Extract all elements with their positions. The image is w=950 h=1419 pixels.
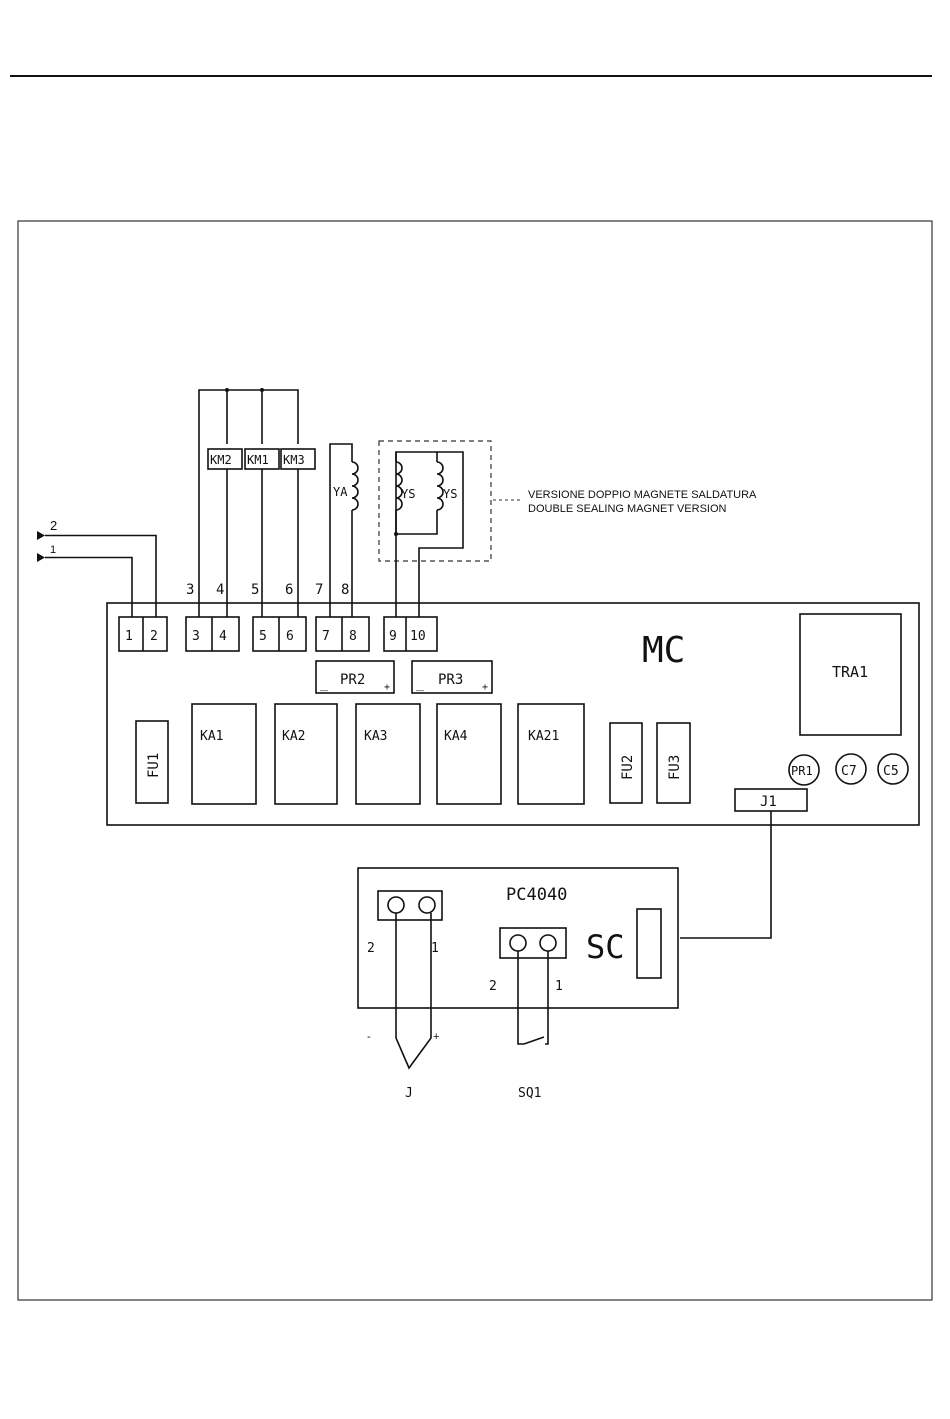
- sw-pin-1: 1: [555, 979, 563, 994]
- terminal-9: 9: [389, 629, 397, 644]
- ya-label: YA: [333, 485, 348, 499]
- tc-plus: +: [433, 1031, 439, 1043]
- wire-label-2: 2: [50, 518, 57, 533]
- tc-pin-1: 1: [431, 941, 439, 956]
- pr3-label: PR3: [438, 672, 463, 688]
- terminal-4: 4: [219, 629, 227, 644]
- note-line-2: DOUBLE SEALING MAGNET VERSION: [528, 503, 727, 515]
- terminal-6: 6: [286, 629, 294, 644]
- c5-label: C5: [883, 764, 899, 779]
- wire-number-5: 5: [251, 582, 259, 598]
- relay-ka21-label: KA21: [528, 729, 559, 744]
- arrow-1-icon: [37, 553, 45, 562]
- terminal-10: 10: [410, 629, 426, 644]
- relay-ka2: [275, 704, 337, 804]
- thermocouple-label: J: [405, 1086, 413, 1101]
- terminal-7: 7: [322, 629, 330, 644]
- wire-number-6: 6: [285, 582, 293, 598]
- terminal-8: 8: [349, 629, 357, 644]
- pr2-label: PR2: [340, 672, 365, 688]
- ys-coil-1-icon: [396, 462, 402, 510]
- ys-coil-2-icon: [437, 462, 443, 510]
- relay-ka3: [356, 704, 420, 804]
- wire-label-1: 1: [50, 544, 56, 556]
- thermocouple-icon: [396, 913, 431, 1068]
- switch-wire-1: [545, 951, 548, 1044]
- tc-minus: -: [367, 1031, 371, 1043]
- pr3-plus: +: [482, 682, 488, 693]
- switch-label: SQ1: [518, 1086, 541, 1101]
- km1-label: KM1: [247, 453, 269, 467]
- pr2-minus: _: [320, 677, 328, 692]
- wire-number-4: 4: [216, 582, 224, 598]
- pr1-label: PR1: [791, 764, 813, 778]
- relay-ka2-label: KA2: [282, 729, 305, 744]
- note-line-1: VERSIONE DOPPIO MAGNETE SALDATURA: [528, 489, 757, 501]
- wire-2: [45, 536, 156, 618]
- supply-wires: 2 1: [37, 518, 156, 617]
- bus-wire: [199, 390, 298, 617]
- tc-pin-2: 2: [367, 941, 375, 956]
- j1-cable: [680, 811, 771, 938]
- wire-number-7: 7: [315, 582, 323, 598]
- terminal-2: 2: [150, 629, 158, 644]
- sc-label: SC: [586, 928, 625, 966]
- ya-coil-icon: [352, 462, 358, 510]
- terminal-3: 3: [192, 629, 200, 644]
- fuse-fu1-label: FU1: [146, 753, 162, 778]
- terminal-5: 5: [259, 629, 267, 644]
- switch-contact-icon: [524, 1037, 544, 1044]
- controller-name: PC4040: [506, 885, 567, 905]
- relay-ka3-label: KA3: [364, 729, 387, 744]
- ys-label-2: YS: [443, 487, 457, 501]
- wire-number-8: 8: [341, 582, 349, 598]
- pr2-plus: +: [384, 682, 390, 693]
- switch-wire-2: [518, 951, 524, 1044]
- relay-ka1-label: KA1: [200, 729, 223, 744]
- board-name: MC: [642, 630, 685, 671]
- arrow-2-icon: [37, 531, 45, 540]
- transformer-label: TRA1: [832, 663, 868, 681]
- sw-pin-2: 2: [489, 979, 497, 994]
- top-wiring: [199, 388, 520, 617]
- j1-label: J1: [760, 794, 777, 810]
- wire-1: [45, 558, 132, 618]
- pr3-minus: _: [416, 677, 424, 692]
- terminal-1: 1: [125, 629, 133, 644]
- km2-label: KM2: [210, 453, 232, 467]
- wire-number-3: 3: [186, 582, 194, 598]
- km3-label: KM3: [283, 453, 305, 467]
- sc-connector: [637, 909, 661, 978]
- relay-ka21: [518, 704, 584, 804]
- relay-ka4-label: KA4: [444, 729, 468, 744]
- fuse-fu2-label: FU2: [620, 755, 636, 780]
- c7-label: C7: [841, 764, 857, 779]
- relay-ka4: [437, 704, 501, 804]
- fuse-fu3-label: FU3: [667, 755, 683, 780]
- ys-label-1: YS: [401, 487, 415, 501]
- relay-ka1: [192, 704, 256, 804]
